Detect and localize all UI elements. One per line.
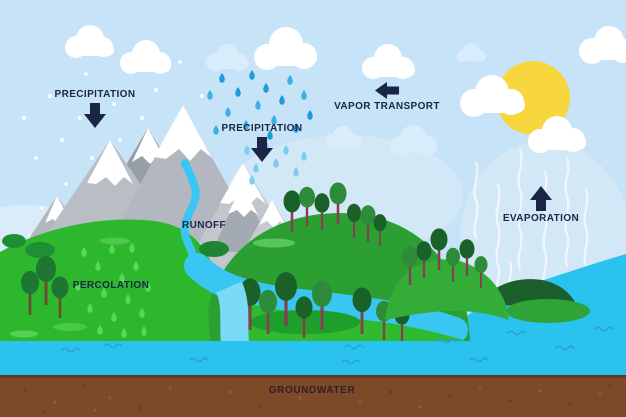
down-arrow-icon xyxy=(251,137,273,162)
evaporation-label: EVAPORATION xyxy=(499,186,583,224)
left-hill-bushes xyxy=(2,234,130,338)
runoff-text: RUNOFF xyxy=(181,220,227,231)
precipitation-center-label: PRECIPITATION xyxy=(220,124,304,162)
percolation-text: PERCOLATION xyxy=(72,280,150,291)
groundwater-text: GROUNDWATER xyxy=(268,385,356,396)
clouds xyxy=(65,25,626,156)
vapor-transport-text: VAPOR TRANSPORT xyxy=(334,101,440,112)
precipitation-center-text: PRECIPITATION xyxy=(221,123,303,134)
runoff-label: RUNOFF xyxy=(166,221,242,231)
soil xyxy=(0,375,626,417)
down-arrow-icon xyxy=(84,103,106,128)
bush xyxy=(199,241,229,257)
grass-patch xyxy=(253,238,295,248)
vapor-transport-label: VAPOR TRANSPORT xyxy=(334,82,440,112)
percolation-label: PERCOLATION xyxy=(69,281,153,291)
evaporation-text: EVAPORATION xyxy=(502,213,580,224)
river-branch xyxy=(215,281,249,346)
precipitation-left-label: PRECIPITATION xyxy=(53,90,137,128)
sun xyxy=(496,61,570,135)
hill-left xyxy=(0,219,229,341)
groundwater-band xyxy=(0,341,626,375)
hill-right xyxy=(385,259,509,320)
precipitation-left-text: PRECIPITATION xyxy=(54,89,136,100)
groundwater-label: GROUNDWATER xyxy=(262,386,362,396)
left-arrow-icon xyxy=(375,82,399,99)
up-arrow-icon xyxy=(530,186,552,211)
